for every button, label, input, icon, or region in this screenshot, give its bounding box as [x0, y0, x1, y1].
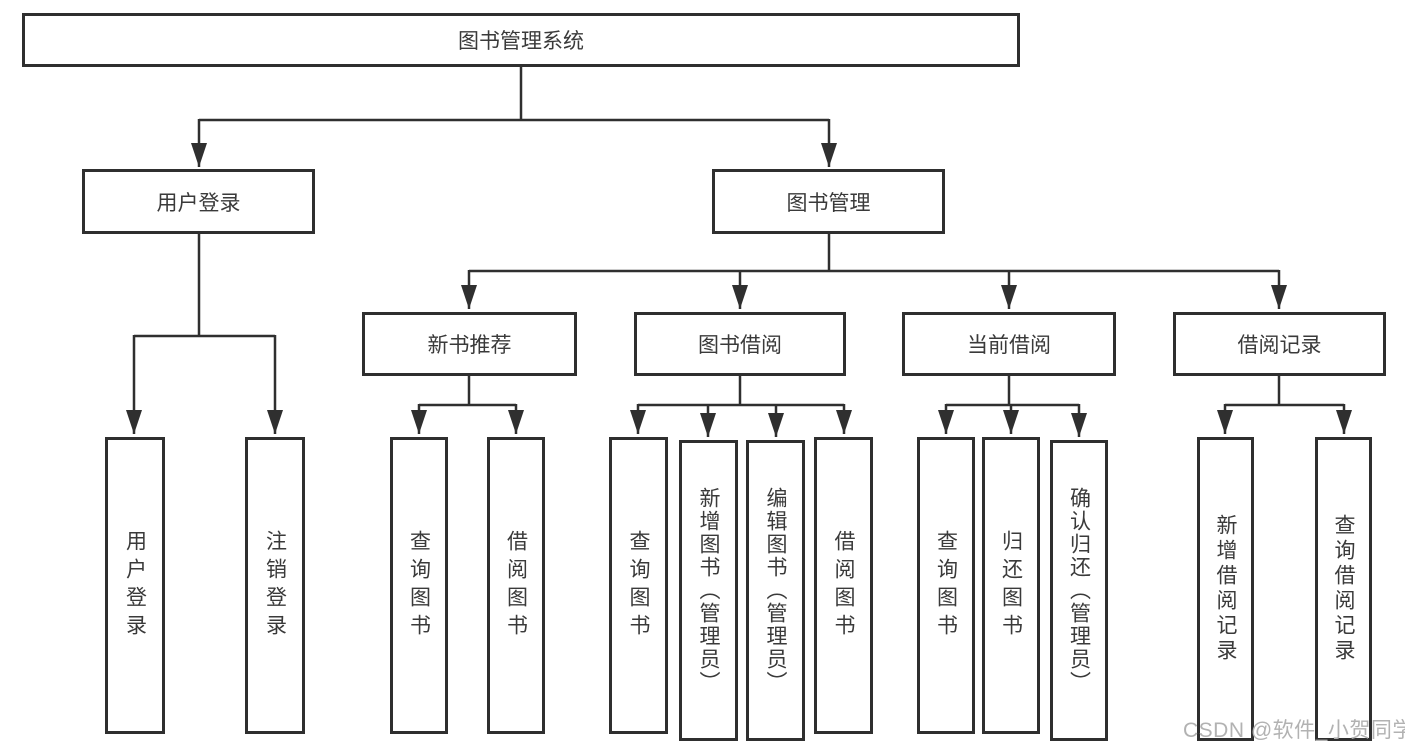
node-book-borrowing: 图书借阅 [634, 312, 846, 376]
leaf-query-books-3-label: 查询图书 [934, 529, 958, 642]
connector-borrow-records-children [1217, 375, 1352, 434]
connector-current-borrow-children [938, 375, 1087, 437]
leaf-confirm-return-admin: 确认归还（管理员） [1050, 440, 1108, 741]
leaf-query-books-2: 查询图书 [609, 437, 668, 734]
leaf-query-books-2-label: 查询图书 [627, 529, 650, 642]
leaf-return-books-label: 归还图书 [999, 529, 1023, 642]
connector-user-login-children [126, 233, 283, 434]
node-user-login-label: 用户登录 [156, 191, 241, 215]
node-current-borrowing: 当前借阅 [902, 312, 1116, 376]
connector-root-to-level2 [191, 67, 837, 167]
leaf-borrow-books-1: 借阅图书 [487, 437, 545, 734]
leaf-user-login: 用户登录 [105, 437, 165, 734]
leaf-logout-label: 注销登录 [263, 529, 287, 642]
connector-book-mgmt-to-level3 [461, 233, 1287, 309]
leaf-query-books-3: 查询图书 [917, 437, 975, 734]
node-current-borrowing-label: 当前借阅 [967, 334, 1051, 357]
csdn-watermark: CSDN @软件_小贺同学 [1183, 719, 1405, 742]
node-book-borrowing-label: 图书借阅 [698, 334, 782, 357]
leaf-query-books-1-label: 查询图书 [407, 529, 431, 642]
leaf-add-book-admin-label: 新增图书（管理员） [697, 487, 720, 694]
leaf-query-books-1: 查询图书 [390, 437, 448, 734]
leaf-edit-book-admin: 编辑图书（管理员） [746, 440, 805, 741]
node-user-login: 用户登录 [82, 169, 315, 234]
leaf-borrow-books-2-label: 借阅图书 [832, 529, 855, 642]
node-new-book-recommend: 新书推荐 [362, 312, 577, 376]
node-book-management-label: 图书管理 [786, 191, 871, 215]
leaf-query-borrow-record-label: 查询借阅记录 [1332, 514, 1355, 664]
leaf-confirm-return-admin-label: 确认归还（管理员） [1067, 487, 1091, 694]
leaf-borrow-books-1-label: 借阅图书 [504, 529, 528, 642]
leaf-add-borrow-record-label: 新增借阅记录 [1214, 514, 1237, 664]
leaf-add-book-admin: 新增图书（管理员） [679, 440, 738, 741]
leaf-logout: 注销登录 [245, 437, 305, 734]
leaf-query-borrow-record: 查询借阅记录 [1315, 437, 1372, 741]
connector-book-borrow-children [630, 375, 852, 437]
connector-new-books-children [411, 375, 524, 434]
node-borrow-records-label: 借阅记录 [1237, 334, 1322, 357]
node-root-label: 图书管理系统 [458, 30, 584, 53]
node-borrow-records: 借阅记录 [1173, 312, 1386, 376]
leaf-user-login-label: 用户登录 [123, 529, 147, 642]
node-root: 图书管理系统 [22, 13, 1020, 67]
leaf-edit-book-admin-label: 编辑图书（管理员） [764, 487, 787, 694]
leaf-return-books: 归还图书 [982, 437, 1040, 734]
node-book-management: 图书管理 [712, 169, 945, 234]
node-new-book-recommend-label: 新书推荐 [427, 334, 512, 357]
leaf-add-borrow-record: 新增借阅记录 [1197, 437, 1254, 741]
leaf-borrow-books-2: 借阅图书 [814, 437, 873, 734]
